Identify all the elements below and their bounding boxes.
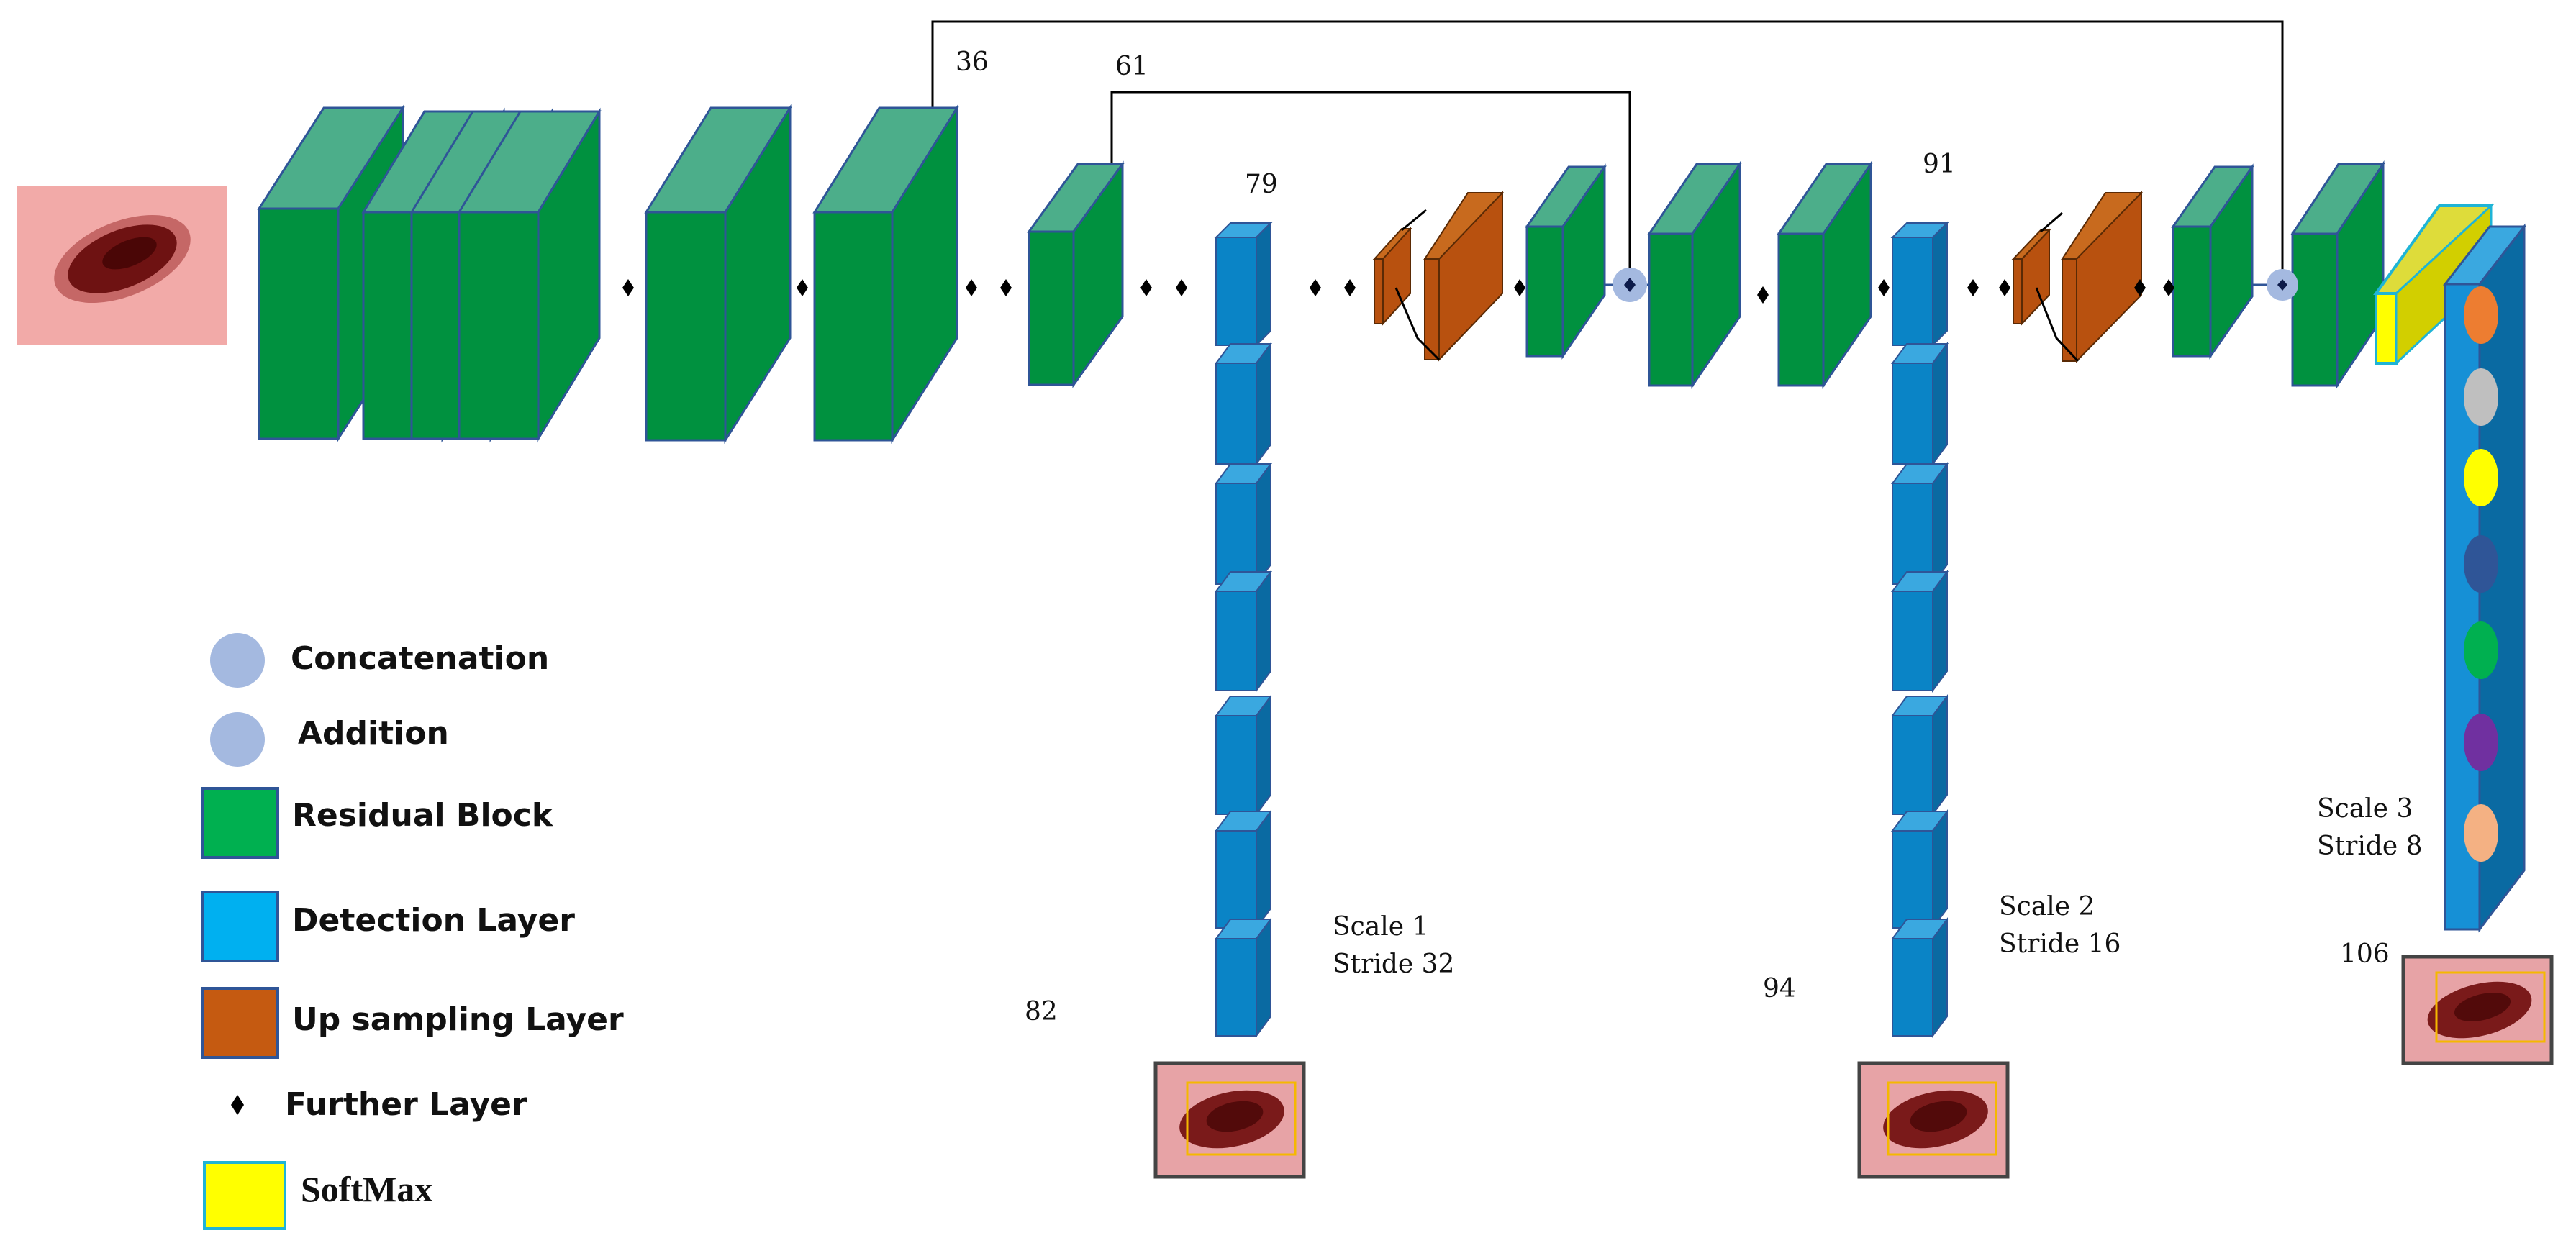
legend-further-label: Further Layer	[285, 1086, 527, 1123]
scale-3-label: Scale 3	[2317, 794, 2413, 824]
residual-block	[457, 107, 602, 443]
layer-label-91: 91	[1923, 150, 1956, 179]
layer-label-79: 79	[1245, 170, 1278, 199]
legend-addition-label: Addition	[298, 715, 449, 752]
residual-blocks	[257, 104, 2385, 445]
class-dot-purple	[2464, 714, 2498, 771]
stride-16-label: Stride 16	[1999, 929, 2121, 959]
output-detection-layer	[2442, 223, 2527, 933]
legend-concatenation-circle	[210, 633, 265, 688]
legend-residual-label: Residual Block	[292, 797, 554, 834]
legend: Concatenation Addition Residual Block De…	[201, 633, 624, 1230]
class-dot-yellow	[2464, 449, 2498, 506]
legend-addition-circle	[210, 712, 265, 767]
bounding-box	[1186, 1081, 1297, 1156]
further-layer-dots	[622, 279, 2174, 304]
stride-8-label: Stride 8	[2317, 832, 2423, 861]
scale-1-label: Scale 1	[1333, 912, 1428, 942]
stride-32-label: Stride 32	[1333, 950, 1454, 979]
layer-label-106: 106	[2340, 939, 2390, 969]
legend-upsampling-label: Up sampling Layer	[292, 1001, 624, 1038]
detection-column-scale-2	[1890, 221, 1949, 1039]
upsampling-layer-2	[2011, 191, 2143, 363]
detection-column-scale-1	[1214, 221, 1273, 1039]
legend-concatenation-label: Concatenation	[291, 640, 549, 677]
upsampling-layer-1	[1372, 191, 1504, 362]
layer-label-94: 94	[1763, 974, 1796, 1003]
layer-label-82: 82	[1025, 997, 1058, 1026]
output-image-scale-2	[1857, 1061, 2010, 1179]
legend-softmax-swatch	[203, 1161, 286, 1230]
skip-connection-61	[1110, 91, 1631, 282]
residual-block-61	[1027, 160, 1125, 388]
legend-detection-label: Detection Layer	[292, 902, 575, 939]
legend-softmax-label: SoftMax	[301, 1169, 432, 1209]
scale-2-label: Scale 2	[1999, 892, 2095, 921]
bounding-box	[1887, 1081, 1997, 1156]
output-image-scale-3	[2401, 955, 2554, 1065]
legend-further-layer-icon	[231, 1095, 244, 1115]
class-dot-navy	[2464, 535, 2498, 593]
legend-residual-swatch	[201, 787, 279, 859]
residual-block	[1647, 160, 1742, 389]
class-dot-gray	[2464, 368, 2498, 426]
legend-upsampling-swatch	[201, 987, 279, 1059]
residual-block	[644, 104, 792, 445]
bounding-box	[2435, 971, 2546, 1043]
residual-block-36	[812, 104, 959, 445]
class-dot-green	[2464, 622, 2498, 679]
residual-block	[1777, 160, 1873, 389]
input-lesion-image	[17, 186, 227, 345]
output-image-scale-1	[1153, 1061, 1306, 1179]
skip-connection-36	[931, 20, 2284, 277]
class-dot-peach	[2464, 804, 2498, 862]
layer-label-36: 36	[956, 47, 989, 77]
residual-block	[1525, 163, 1607, 360]
class-dot-orange	[2464, 286, 2498, 344]
residual-block	[2290, 160, 2385, 389]
legend-detection-swatch	[201, 891, 279, 962]
layer-label-61: 61	[1115, 52, 1148, 81]
residual-block	[2171, 163, 2254, 360]
